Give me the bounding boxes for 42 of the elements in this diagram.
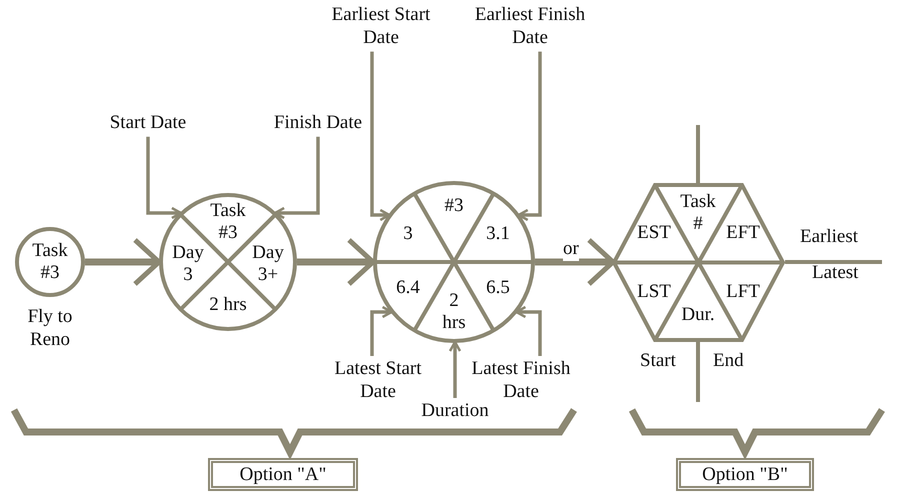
- node-text: EST: [636, 222, 672, 244]
- leader-arrow: [274, 136, 320, 220]
- line-label: Earliest: [800, 226, 858, 249]
- leader-arrow: [146, 136, 182, 220]
- node-text: LST: [636, 281, 672, 303]
- task-circle: [372, 180, 536, 344]
- callout-text: Earliest Start Date: [312, 4, 450, 50]
- leader-arrow: [515, 306, 542, 356]
- node-text: Task #3: [31, 240, 69, 284]
- node-text: 6.5: [485, 277, 511, 299]
- node-text: Day 3+: [251, 242, 285, 286]
- node-text: 6.4: [395, 277, 421, 299]
- node-caption: Fly to Reno: [26, 306, 74, 352]
- task-circle: [158, 192, 298, 332]
- node-text: 3: [402, 223, 414, 245]
- node-text: EFT: [725, 222, 761, 244]
- callout-text: Finish Date: [262, 112, 374, 135]
- leader-arrow: [448, 340, 462, 398]
- block-arrow: [297, 238, 376, 286]
- node-text: Day 3: [171, 242, 205, 286]
- option-label-box: Option "B": [676, 458, 814, 491]
- task-circle: [14, 226, 86, 298]
- node-text: 2 hrs: [209, 294, 247, 316]
- node-text: LFT: [725, 281, 761, 303]
- callout-text: Start Date: [96, 112, 200, 135]
- callout-text: Earliest Finish Date: [455, 4, 605, 50]
- line-label: Latest: [812, 262, 858, 285]
- leader-arrow: [370, 306, 393, 356]
- option-label-box: Option "A": [208, 458, 358, 491]
- block-arrow: [85, 238, 162, 286]
- node-text: Task #3: [209, 200, 247, 244]
- node-text: Task #: [679, 191, 717, 235]
- node-text: Dur.: [680, 304, 716, 326]
- node-text: 3.1: [485, 223, 511, 245]
- line-label: End: [713, 350, 744, 373]
- task-hexagon: [612, 183, 785, 342]
- leader-arrow: [517, 52, 542, 222]
- node-text: #3: [444, 195, 464, 217]
- leader-arrow: [370, 52, 391, 222]
- line-label: Start: [640, 350, 676, 373]
- node-text: 2 hrs: [441, 290, 467, 334]
- block-arrow: [535, 238, 616, 286]
